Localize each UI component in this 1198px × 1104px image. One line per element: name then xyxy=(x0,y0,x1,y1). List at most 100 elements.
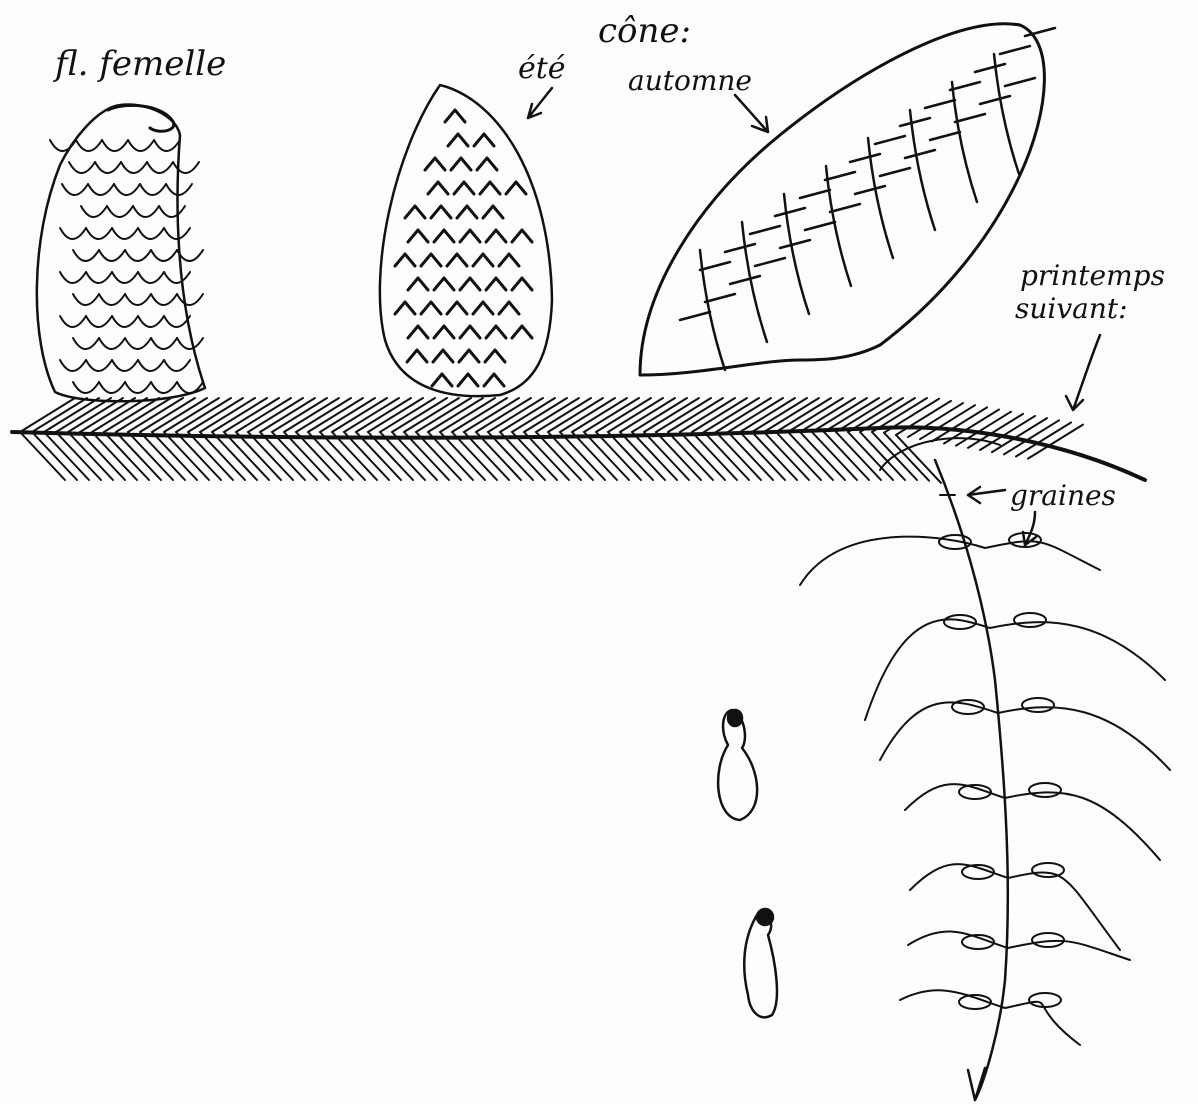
flower-scale xyxy=(86,316,112,327)
summer-scale xyxy=(486,326,506,338)
needle xyxy=(680,432,725,480)
needle xyxy=(764,398,819,432)
autumn-scale-edge xyxy=(1005,78,1035,86)
needle xyxy=(20,432,65,480)
summer-scale xyxy=(395,254,415,266)
flower-scale xyxy=(125,294,151,305)
summer-scale xyxy=(408,278,428,290)
needle xyxy=(404,398,459,432)
flower-scale xyxy=(164,272,190,283)
needle xyxy=(44,432,89,480)
summer-scale xyxy=(431,206,451,218)
flower-scale xyxy=(76,140,102,151)
needle xyxy=(32,398,87,432)
needle xyxy=(824,432,869,480)
label-summer: été xyxy=(518,51,566,86)
summer-scale xyxy=(408,326,428,338)
axis-bract xyxy=(865,619,1165,720)
summer-scale xyxy=(405,206,425,218)
needle xyxy=(32,432,77,480)
next-spring-arrow xyxy=(1066,335,1100,410)
flower-scale xyxy=(151,382,177,393)
flower-scale xyxy=(112,228,138,239)
needle xyxy=(548,398,603,432)
seed xyxy=(1022,698,1054,712)
needle xyxy=(440,398,495,432)
autumn-scale-ridge xyxy=(742,222,767,342)
needle xyxy=(632,432,677,480)
autumn-scale-edge xyxy=(680,312,710,320)
flower-scale xyxy=(112,316,138,327)
summer-scale xyxy=(506,182,526,194)
needle xyxy=(368,398,423,432)
flower-scale xyxy=(62,184,88,195)
needle xyxy=(668,398,723,432)
needle xyxy=(596,432,641,480)
autumn-scale-edge xyxy=(880,168,910,176)
summer-scale xyxy=(480,182,500,194)
flower-scale xyxy=(159,206,185,217)
summer-scale xyxy=(483,206,503,218)
summer-scale xyxy=(512,230,532,242)
flower-scale xyxy=(73,382,99,393)
summer-scale xyxy=(432,374,452,386)
needle xyxy=(176,398,231,432)
summer-scale xyxy=(477,158,497,170)
flower-scale xyxy=(73,250,99,261)
seed xyxy=(1014,613,1046,627)
needle xyxy=(704,432,749,480)
needle xyxy=(200,398,255,432)
needle xyxy=(92,432,137,480)
summer-scale xyxy=(459,350,479,362)
summer-scale xyxy=(428,182,448,194)
autumn-scale-edge xyxy=(975,64,1005,72)
summer-scale xyxy=(499,254,519,266)
needle xyxy=(656,432,701,480)
axis-bract xyxy=(880,702,1170,770)
needle xyxy=(344,398,399,432)
summer-scale xyxy=(486,278,506,290)
female-flower-illustration xyxy=(37,104,205,401)
flower-scale xyxy=(86,228,112,239)
flower-scale xyxy=(112,360,138,371)
flower-scale xyxy=(125,250,151,261)
flower-scale xyxy=(128,140,154,151)
needle xyxy=(596,398,651,432)
needle xyxy=(236,398,291,432)
needle xyxy=(68,432,113,480)
needle xyxy=(764,432,809,480)
flower-scale xyxy=(147,162,173,173)
needle xyxy=(608,432,653,480)
needle xyxy=(608,398,663,432)
needle xyxy=(848,432,893,480)
needle xyxy=(332,398,387,432)
needle xyxy=(20,398,75,432)
autumn-scale-edge xyxy=(800,190,830,198)
needle xyxy=(584,432,629,480)
flower-scale xyxy=(81,206,107,217)
needle xyxy=(248,398,303,432)
summer-scale xyxy=(485,350,505,362)
flower-scale xyxy=(50,140,76,151)
flower-scale xyxy=(166,184,192,195)
summer-scale xyxy=(474,134,494,146)
axis-bract xyxy=(910,864,1120,950)
needle xyxy=(740,398,795,432)
summer-scale xyxy=(421,302,441,314)
flower-scale xyxy=(95,162,121,173)
summer-scale xyxy=(457,206,477,218)
needle xyxy=(80,432,125,480)
flower-scale xyxy=(140,184,166,195)
needle xyxy=(464,398,519,432)
needle xyxy=(128,398,183,432)
label-next-spring-2: suivant: xyxy=(1015,292,1128,325)
autumn-scale-ridge xyxy=(994,54,1019,174)
needle xyxy=(524,432,569,480)
seed xyxy=(1029,993,1061,1007)
needle xyxy=(932,407,987,441)
needle xyxy=(164,398,219,432)
summer-scale xyxy=(512,326,532,338)
autumn-scale-edge xyxy=(700,262,730,270)
summer-scale xyxy=(460,326,480,338)
seed xyxy=(1032,863,1064,877)
